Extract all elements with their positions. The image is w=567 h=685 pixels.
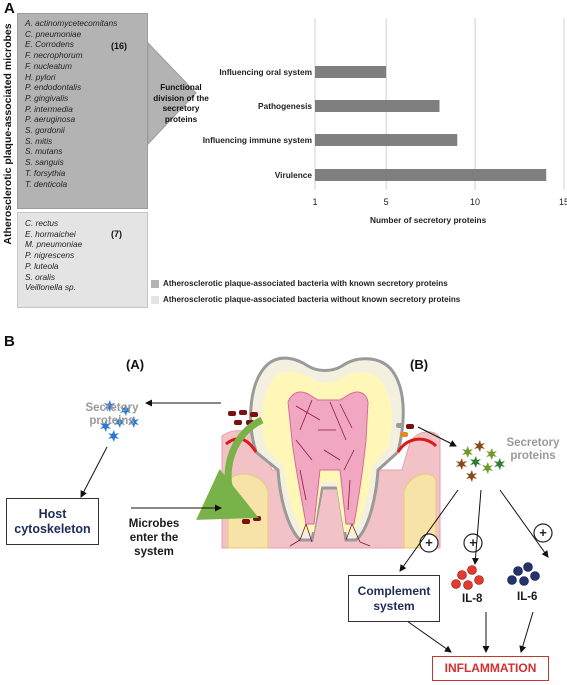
microbes-enter-green-arrow	[196, 416, 264, 520]
arrow-to-complement	[399, 489, 459, 572]
known-microbe-item: F. necrophorum	[25, 50, 83, 61]
panel-b-letter: B	[4, 333, 15, 350]
chart-category-label: Pathogenesis	[258, 101, 312, 111]
known-microbe-item: P. endodontalis	[25, 82, 82, 93]
il8-icon	[451, 565, 484, 590]
chart-category-label: Influencing oral system	[219, 67, 312, 77]
left-secretory-proteins-label: Secretory proteins	[85, 402, 139, 427]
tooth-pulp	[287, 391, 369, 525]
unknown-microbe-item: M. pneumoniae	[25, 239, 83, 250]
chart-tick-label: 5	[383, 197, 389, 207]
chart-bar	[315, 66, 387, 78]
unknown-microbe-item: C. rectus	[25, 218, 59, 228]
panel-a-letter: A	[4, 0, 15, 17]
known-microbe-item: E. Corrodens	[25, 39, 74, 50]
chart-bar	[315, 169, 547, 181]
known-microbe-item: P. aeruginosa	[25, 114, 76, 125]
route-b-label: (B)	[410, 357, 429, 372]
plus-sign-il8: +	[469, 535, 477, 550]
legend-swatch-unknown	[151, 296, 159, 304]
unknown-microbe-item: Veillonella sp.	[25, 282, 76, 293]
known-microbe-item: P. gingivalis	[25, 92, 69, 103]
complement-system-box: Complement system	[348, 575, 440, 622]
known-microbe-item: S. gordonii	[25, 125, 65, 136]
known-microbe-item: H. pylori	[25, 71, 56, 82]
inflammation-box: INFLAMMATION	[432, 656, 549, 681]
right-secretory-proteins-label: Secretory proteins	[506, 437, 560, 462]
known-microbe-item: A. actinomycetecomitans	[25, 18, 118, 28]
known-microbes-count: (16)	[111, 41, 128, 51]
legend-swatch-known	[151, 280, 159, 288]
microbes-enter-label: Microbes enter the system	[128, 518, 180, 558]
chart-tick-label: 10	[470, 197, 481, 207]
route-a-label: (A)	[126, 357, 145, 372]
unknown-microbe-item: E. hormaichei	[25, 228, 76, 239]
il8-label: IL-8	[462, 593, 483, 605]
bacteria-right-cluster	[396, 423, 414, 437]
known-microbe-item: S. mitis	[25, 135, 53, 146]
unknown-microbe-item: P. nigrescens	[25, 250, 75, 261]
left-secretory-proteins-icon	[100, 400, 139, 442]
il6-icon	[507, 562, 540, 586]
known-microbe-item: P. intermedia	[25, 103, 73, 114]
chart-category-label: Influencing immune system	[202, 135, 312, 145]
arrow-to-right-secretory	[417, 426, 457, 447]
chart-tick-label: 1	[312, 197, 318, 207]
arrow-to-il8	[471, 489, 482, 565]
chart-bar	[315, 134, 458, 146]
il6-label: IL-6	[517, 591, 538, 603]
known-microbe-item: S. sanguis	[25, 157, 64, 168]
plus-sign-complement: +	[425, 535, 433, 550]
legend-unknown-label: Atherosclerotic plaque-associated bacter…	[163, 295, 461, 304]
arrow-secretory-to-cytoskeleton	[80, 446, 108, 498]
known-microbe-item: F. nucleatum	[25, 60, 72, 71]
arrow-complement-to-inflammation	[406, 620, 452, 653]
tooth-illustration	[221, 356, 441, 549]
chart-tick-label: 15	[558, 197, 567, 207]
bacteria-left-cluster	[228, 410, 261, 524]
known-microbe-item: S. mutans	[25, 146, 63, 157]
known-microbe-item: T. denticola	[25, 178, 68, 189]
functional-division-label: Functional division of the secretory pro…	[153, 83, 209, 124]
legend-known-label: Atherosclerotic plaque-associated bacter…	[163, 279, 448, 288]
right-secretory-proteins-icon	[456, 440, 505, 482]
unknown-microbes-count: (7)	[111, 229, 122, 239]
functional-division-arrow	[147, 41, 197, 146]
arrow-il6-to-inflammation	[519, 611, 534, 653]
known-microbe-item: C. pneumoniae	[25, 28, 82, 39]
unknown-microbe-item: P. luteola	[25, 260, 59, 271]
plus-sign-il6: +	[539, 525, 547, 540]
known-microbe-item: T. forsythia	[25, 167, 66, 178]
chart-category-label: Virulence	[274, 170, 312, 180]
host-cytoskeleton-box: Host cytoskeleton	[6, 498, 99, 545]
chart-x-axis-label: Number of secretory proteins	[370, 215, 487, 225]
arrow-to-il6	[499, 489, 549, 558]
chart-bar	[315, 100, 440, 112]
unknown-microbe-item: S. oralis	[25, 271, 55, 282]
